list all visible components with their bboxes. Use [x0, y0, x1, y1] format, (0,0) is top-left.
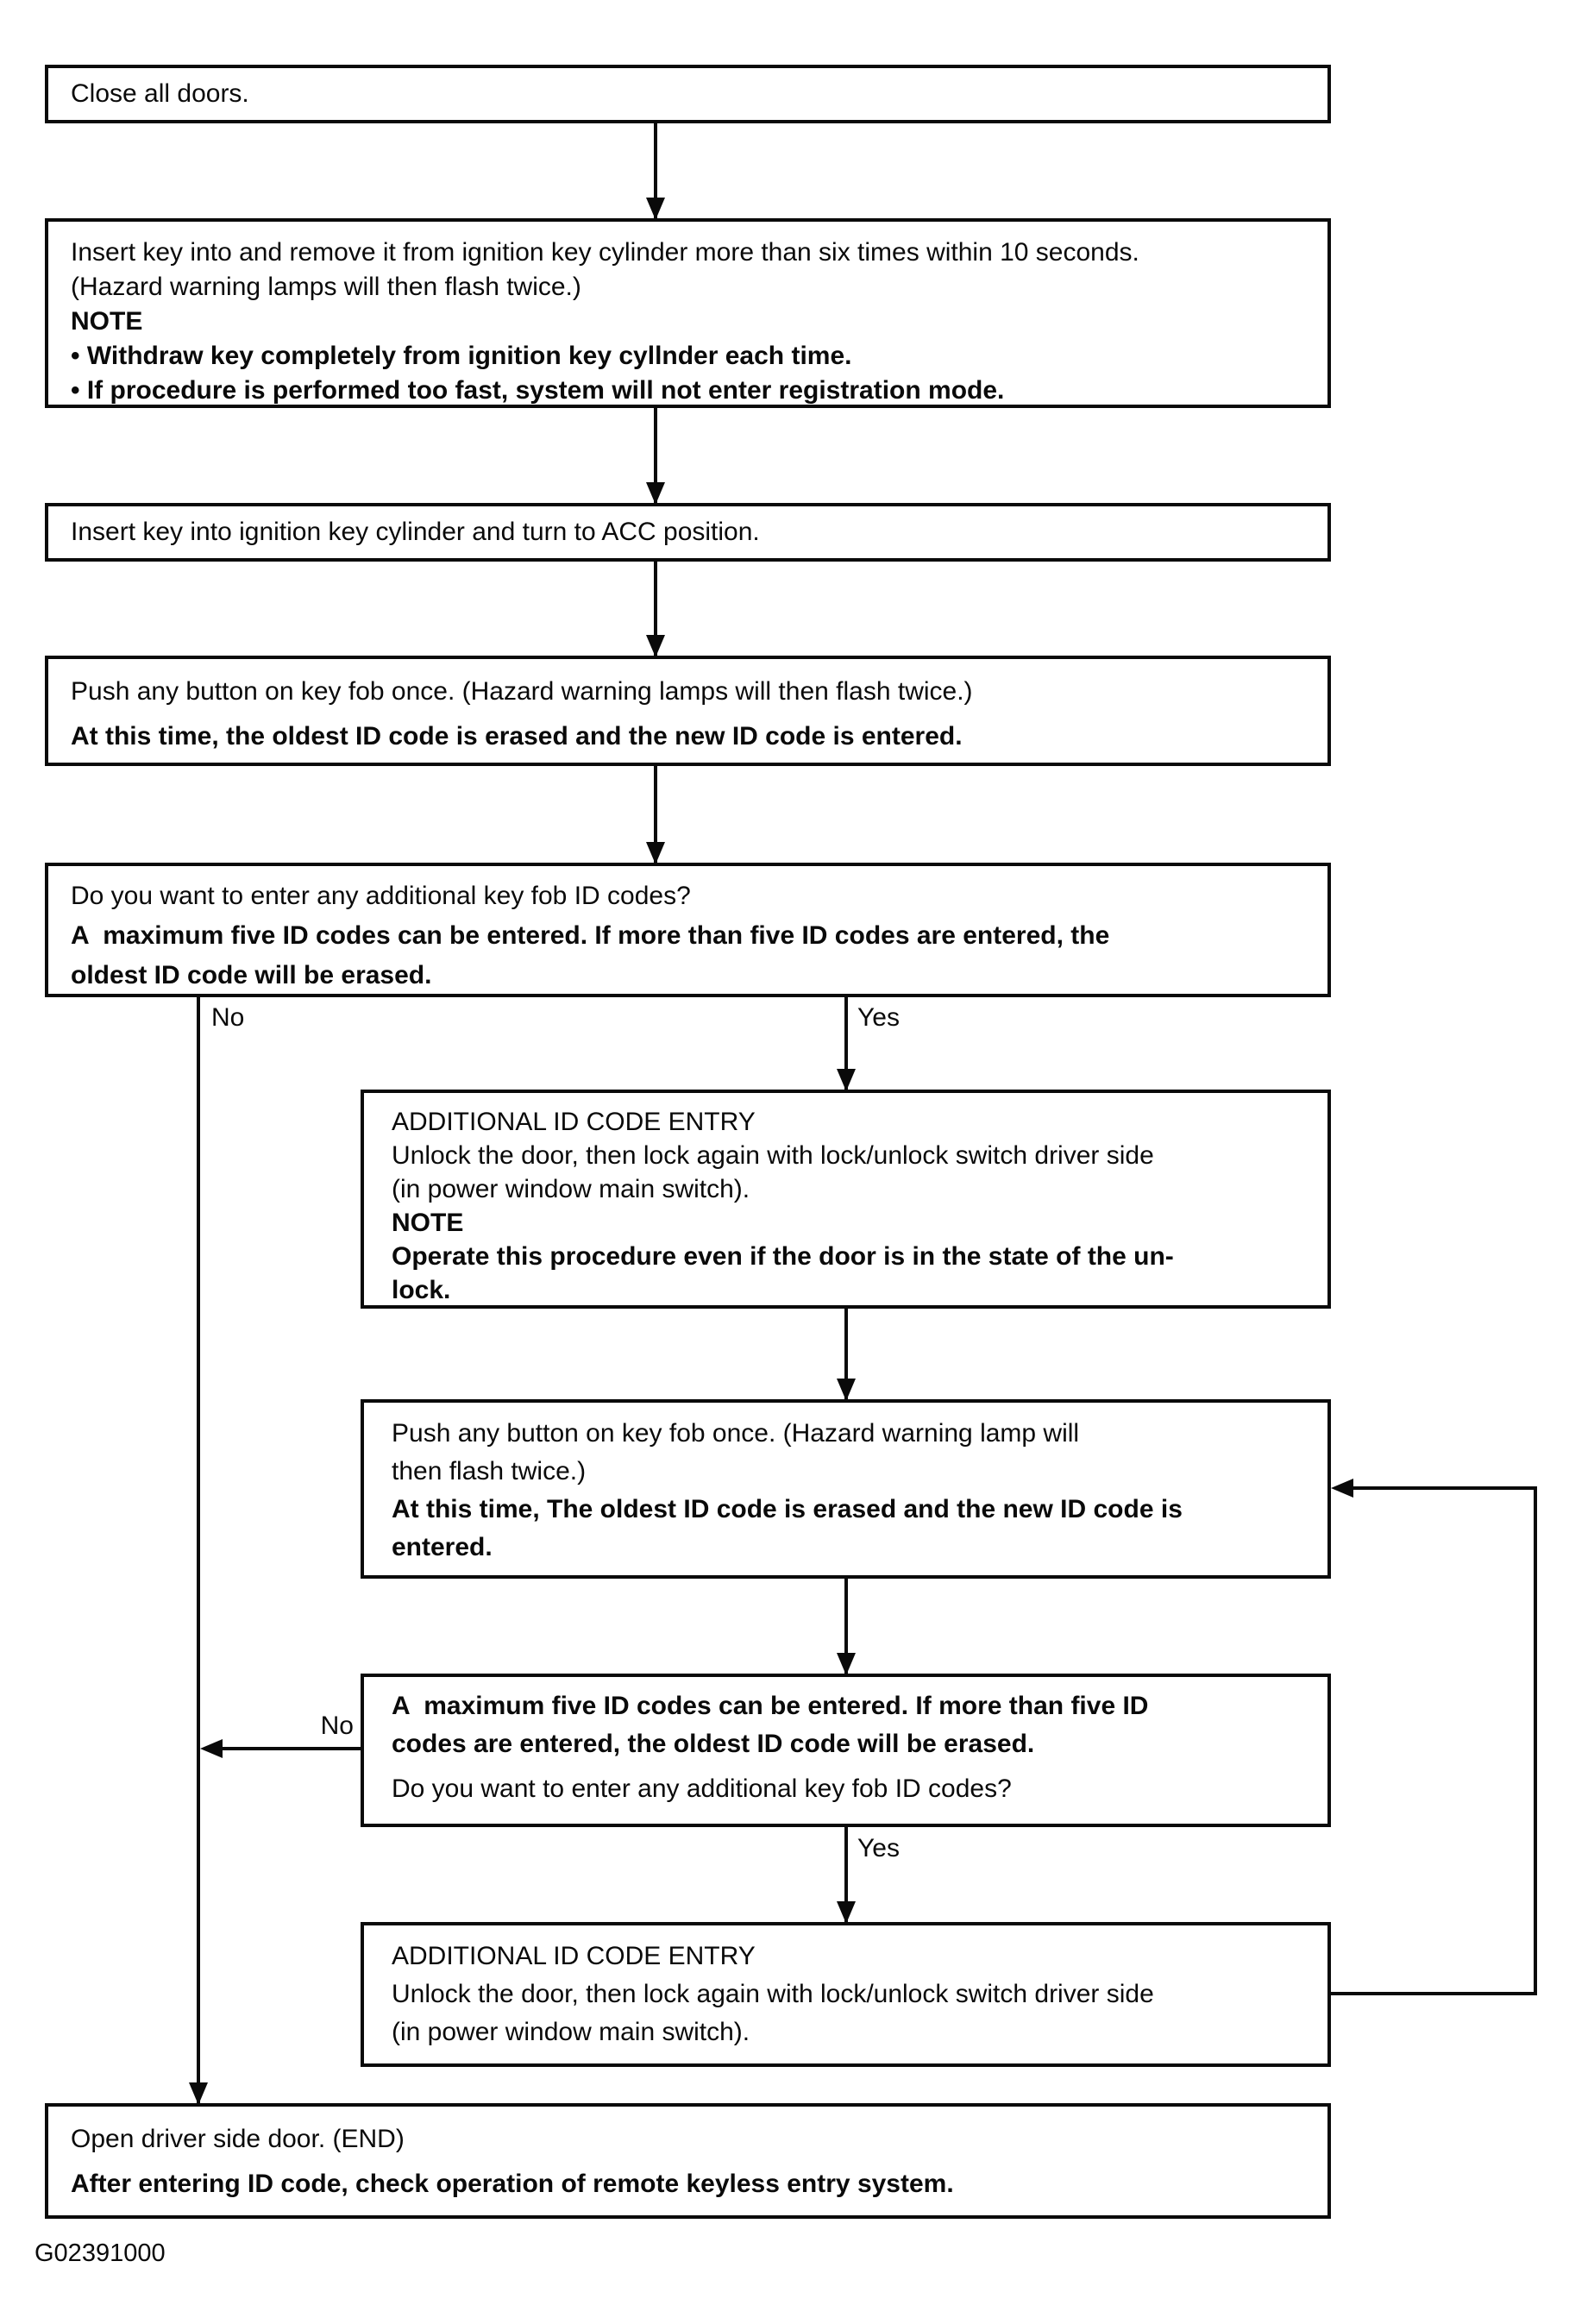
arrowhead-down-icon	[837, 1653, 856, 1675]
flow-text-line: (in power window main switch).	[392, 1175, 750, 1203]
branch-label-yes-loop: Yes	[857, 1834, 900, 1862]
connector-feedback-top	[1348, 1486, 1537, 1490]
flow-box-additional-entry-loop: ADDITIONAL ID CODE ENTRY Unlock the door…	[361, 1922, 1331, 2067]
connector-no-loop	[216, 1747, 361, 1750]
connector-step1-step2	[654, 123, 657, 218]
connector-feedback-right	[1534, 1486, 1537, 1995]
flow-text-line: • If procedure is performed too fast, sy…	[71, 376, 1005, 405]
branch-label-yes-first: Yes	[857, 1003, 900, 1032]
flow-box-push-button-first: Push any button on key fob once. (Hazard…	[45, 656, 1331, 766]
flow-box-additional-question-loop: A maximum five ID codes can be entered. …	[361, 1674, 1331, 1827]
flow-text-line: A maximum five ID codes can be entered. …	[71, 921, 1110, 950]
flow-text-line: After entering ID code, check operation …	[71, 2170, 954, 2198]
flow-box-close-all-doors: Close all doors.	[45, 65, 1331, 123]
flow-text-line: Push any button on key fob once. (Hazard…	[392, 1419, 1080, 1448]
flow-box-insert-remove-key: Insert key into and remove it from ignit…	[45, 218, 1331, 408]
arrowhead-down-icon	[646, 482, 665, 505]
arrowhead-left-icon	[1331, 1479, 1353, 1498]
flow-text-line: Unlock the door, then lock again with lo…	[392, 1980, 1154, 2008]
connector-step4-step5	[654, 764, 657, 863]
arrowhead-down-icon	[837, 1069, 856, 1091]
flow-text-line: At this time, the oldest ID code is eras…	[71, 722, 963, 751]
flow-box-additional-question-first: Do you want to enter any additional key …	[45, 863, 1331, 997]
flow-text-line: Open driver side door. (END)	[71, 2125, 405, 2153]
flow-box-push-button-loop: Push any button on key fob once. (Hazard…	[361, 1399, 1331, 1579]
flow-text-line: NOTE	[71, 307, 143, 336]
flow-text-line: Insert key into and remove it from ignit…	[71, 238, 1139, 267]
flow-box-turn-to-acc: Insert key into ignition key cylinder an…	[45, 503, 1331, 562]
connector-step2-step3	[654, 406, 657, 503]
arrowhead-down-icon	[837, 1379, 856, 1401]
connector-step6-step7	[844, 1307, 848, 1399]
flow-text-line: codes are entered, the oldest ID code wi…	[392, 1730, 1035, 1758]
flow-text-line: • Withdraw key completely from ignition …	[71, 342, 852, 370]
connector-yes-loop	[844, 1825, 848, 1922]
flow-text-line: (in power window main switch).	[392, 2018, 750, 2046]
arrowhead-down-icon	[646, 842, 665, 864]
flow-text-line: Insert key into ignition key cylinder an…	[71, 518, 760, 546]
connector-no-branch	[197, 994, 200, 2103]
connector-feedback-bottom	[1331, 1992, 1537, 1995]
branch-label-no-loop: No	[320, 1712, 354, 1740]
arrowhead-down-icon	[646, 198, 665, 220]
flow-text-line: At this time, The oldest ID code is eras…	[392, 1495, 1183, 1523]
connector-step3-step4	[654, 560, 657, 656]
flow-text-line: A maximum five ID codes can be entered. …	[392, 1692, 1149, 1720]
connector-step7-step8	[844, 1577, 848, 1674]
flow-box-additional-entry-first: ADDITIONAL ID CODE ENTRY Unlock the door…	[361, 1090, 1331, 1309]
branch-label-no-first: No	[211, 1003, 245, 1032]
arrowhead-down-icon	[189, 2082, 208, 2105]
connector-yes-first	[844, 994, 848, 1090]
flow-text-line: ADDITIONAL ID CODE ENTRY	[392, 1108, 756, 1136]
arrowhead-down-icon	[837, 1901, 856, 1924]
flow-text-line: oldest ID code will be erased.	[71, 961, 432, 989]
flow-text-line: Operate this procedure even if the door …	[392, 1242, 1174, 1271]
flow-text-line: NOTE	[392, 1209, 464, 1237]
flow-text-line: Unlock the door, then lock again with lo…	[392, 1141, 1154, 1170]
flow-text-line: lock.	[392, 1276, 451, 1304]
arrowhead-down-icon	[646, 635, 665, 657]
flow-text-line: ADDITIONAL ID CODE ENTRY	[392, 1942, 756, 1970]
flow-text-line: Push any button on key fob once. (Hazard…	[71, 677, 973, 706]
flow-text-line: (Hazard warning lamps will then flash tw…	[71, 273, 581, 301]
figure-id: G02391000	[35, 2239, 166, 2267]
flow-box-open-door-end: Open driver side door. (END) After enter…	[45, 2103, 1331, 2219]
flow-text-line: Do you want to enter any additional key …	[71, 882, 691, 910]
flow-text-line: entered.	[392, 1533, 493, 1561]
flow-text-line: Close all doors.	[71, 79, 249, 108]
flow-text-line: Do you want to enter any additional key …	[392, 1774, 1012, 1803]
flow-text-line: then flash twice.)	[392, 1457, 587, 1485]
arrowhead-left-icon	[200, 1739, 223, 1758]
